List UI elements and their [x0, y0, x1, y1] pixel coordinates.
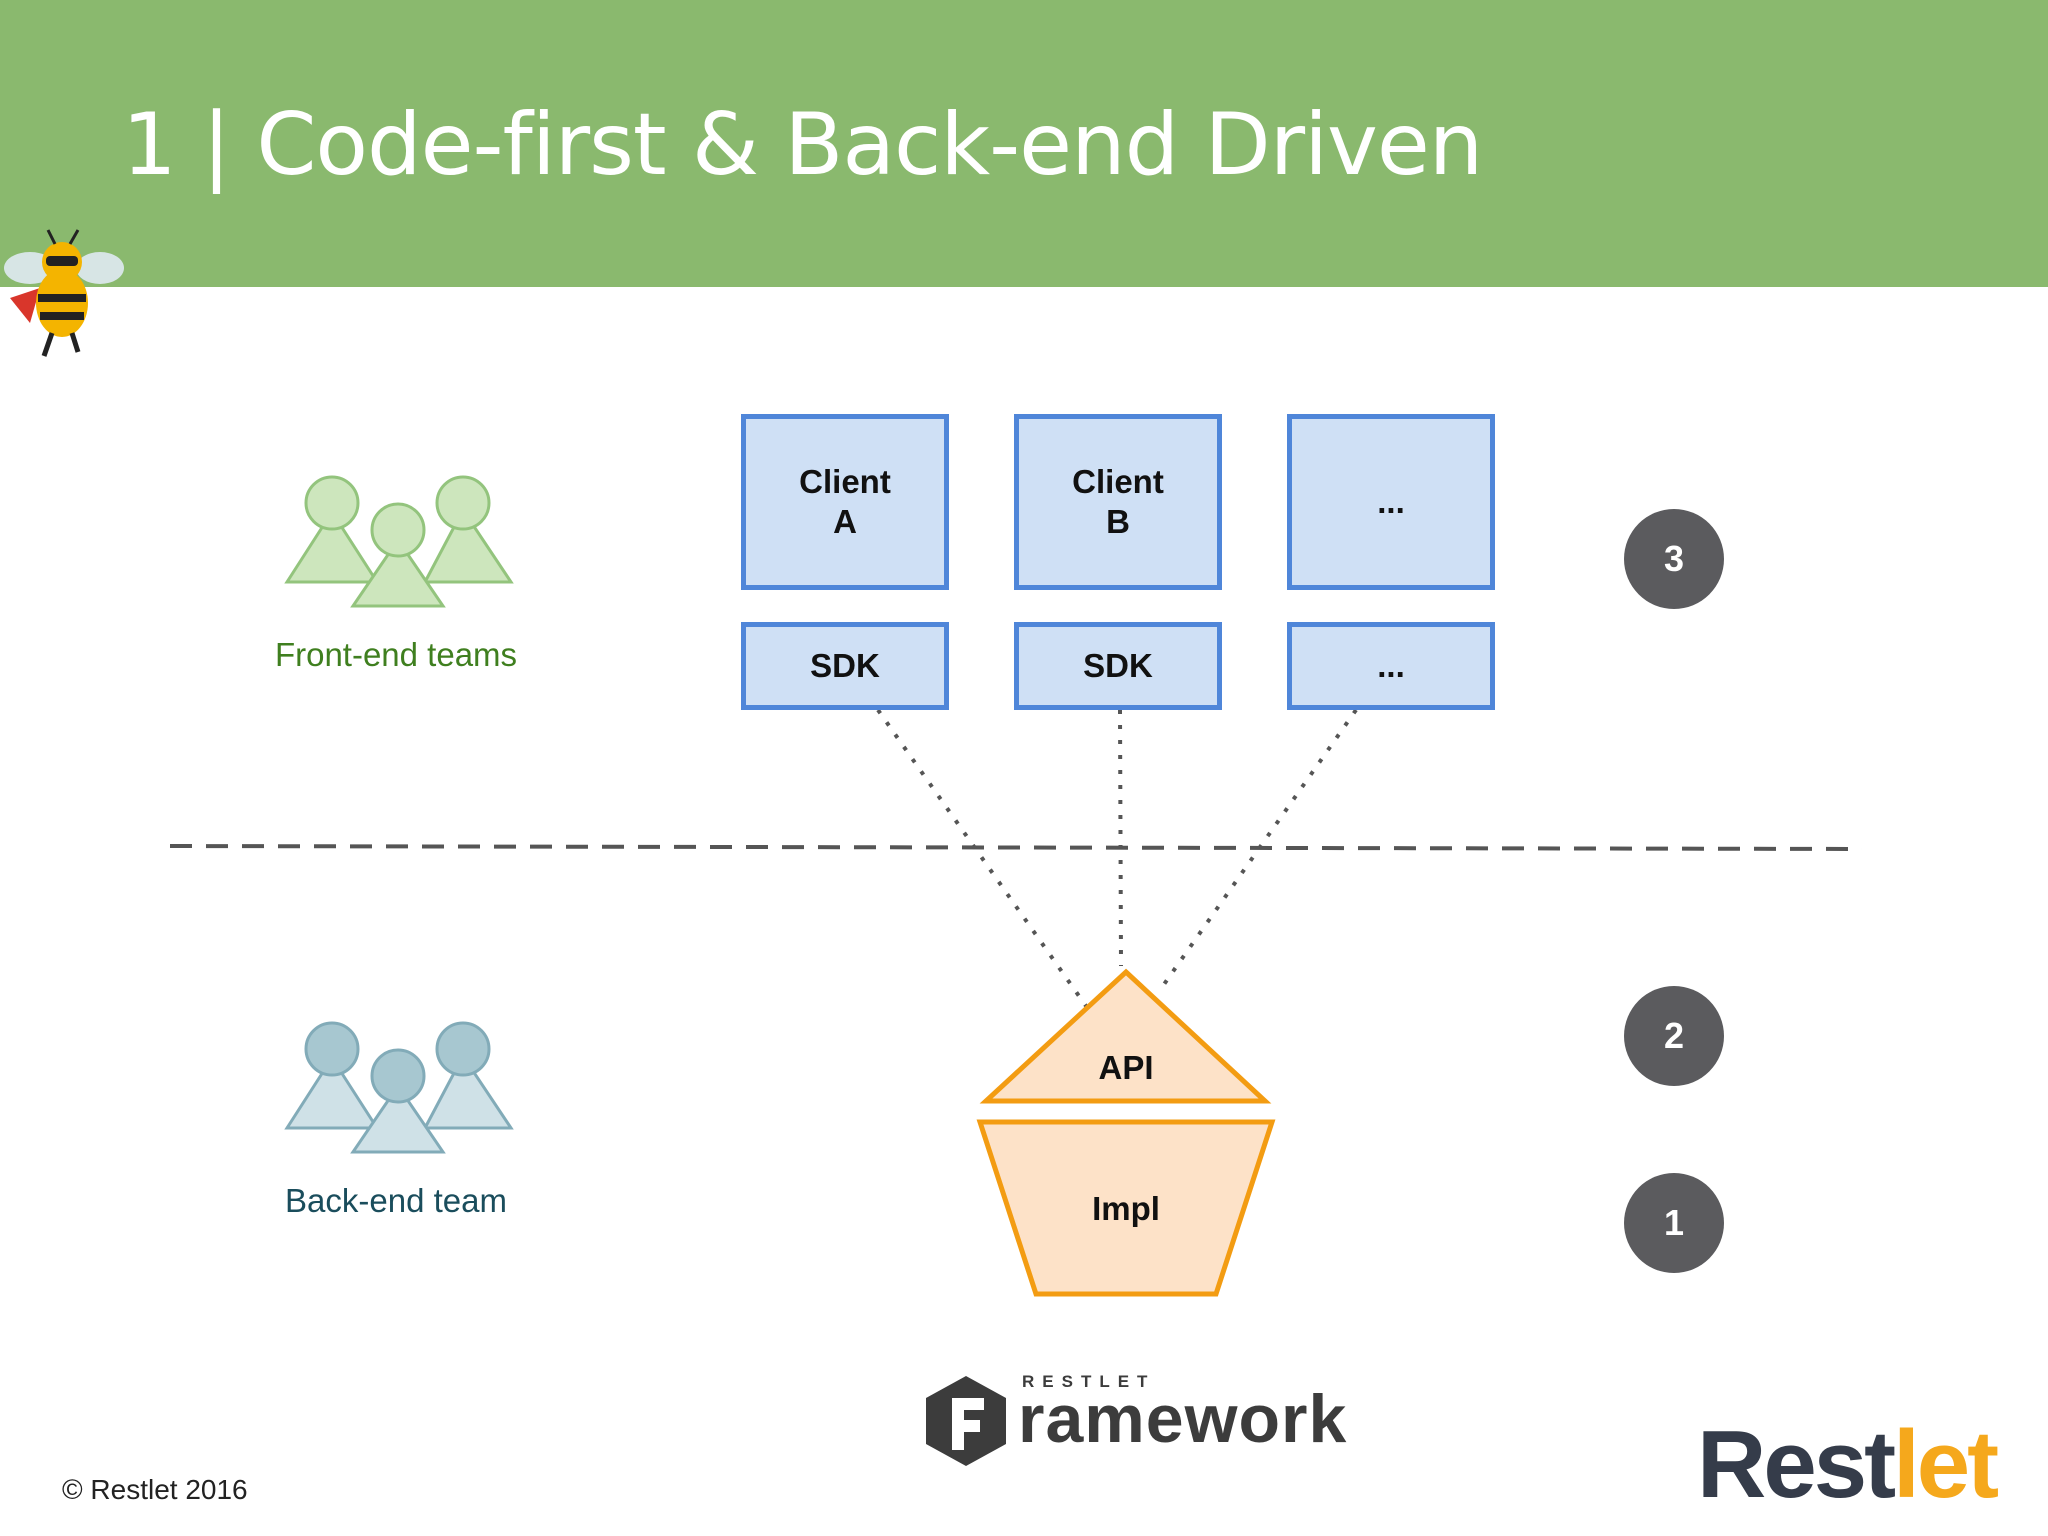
client-a-box: Client A [741, 414, 949, 590]
frontend-backend-divider [169, 844, 1863, 851]
client-b-box: Client B [1014, 414, 1222, 590]
restlet-brand-logo: Restlet [1697, 1410, 1999, 1520]
framework-logo-text: ramework [1018, 1381, 1348, 1457]
sdk-a-to-api-connector [876, 708, 1088, 1008]
restlet-logo-part1: Rest [1697, 1411, 1896, 1518]
sdk-a-box: SDK [741, 622, 949, 710]
slide-title: 1 | Code-first & Back-end Driven [122, 95, 1483, 195]
sdk-b-to-api-connector [1118, 709, 1123, 967]
impl-trapezoid [976, 1119, 1276, 1297]
bee-mascot-icon [4, 229, 124, 357]
api-label: API [1098, 1049, 1154, 1086]
client-more-box: ... [1287, 414, 1495, 590]
back-end-team-label: Back-end team [285, 1182, 507, 1219]
step-1-badge: 1 [1624, 1173, 1724, 1273]
copyright-footer: © Restlet 2016 [62, 1474, 248, 1505]
restlet-logo-part2: let [1893, 1411, 1999, 1518]
header-banner: 1 | Code-first & Back-end Driven [0, 0, 2048, 287]
sdk-b-box: SDK [1014, 622, 1222, 710]
api-triangle [979, 968, 1272, 1104]
step-2-badge: 2 [1624, 986, 1724, 1086]
back-end-team-icon [284, 1021, 514, 1154]
framework-hexagon-icon [926, 1376, 1006, 1466]
front-end-teams-label: Front-end teams [274, 636, 518, 673]
step-3-badge: 3 [1624, 509, 1724, 609]
front-end-team-icon [284, 475, 514, 608]
impl-label: Impl [1092, 1190, 1160, 1227]
framework-logo-small-text: RESTLET [1022, 1372, 1156, 1391]
sdk-more-box: ... [1287, 622, 1495, 710]
